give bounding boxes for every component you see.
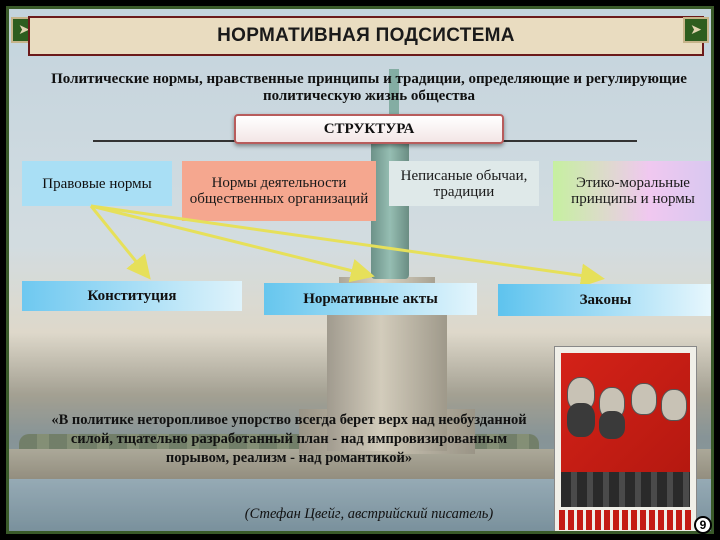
category-legal-norms: Правовые нормы	[22, 161, 172, 206]
page-title: НОРМАТИВНАЯ ПОДСИСТЕМА	[217, 25, 515, 46]
title-bar: НОРМАТИВНАЯ ПОДСИСТЕМА	[28, 16, 704, 56]
output-normative-acts: Нормативные акты	[264, 283, 477, 315]
arrow-to-laws	[90, 204, 605, 288]
output-laws: Законы	[498, 284, 711, 316]
structure-line-left	[93, 140, 243, 142]
poster-face-3	[631, 383, 657, 415]
poster-image	[554, 346, 697, 531]
structure-line-right	[497, 140, 637, 142]
quote-author: (Стефан Цвейг, австрийский писатель)	[244, 506, 494, 522]
category-ethical-norms: Этико-моральные принципы и нормы	[553, 161, 711, 221]
poster-crowd	[561, 472, 690, 507]
structure-box: СТРУКТУРА	[234, 114, 504, 144]
connector-arrows	[89, 204, 605, 288]
arrow-to-constitution	[89, 205, 151, 280]
statue-pedestal	[327, 301, 447, 451]
page-number-badge: 9	[694, 516, 712, 534]
quote-text: «В политике неторопливое упорство всегда…	[51, 412, 527, 466]
output-constitution: Конституция	[22, 281, 242, 311]
category-customs: Неписаные обычаи, традиции	[389, 161, 539, 206]
statue-arm	[389, 69, 399, 139]
slide-frame: ➤ НОРМАТИВНАЯ ПОДСИСТЕМА ➤ Политические …	[6, 6, 714, 534]
subtitle: Политические нормы, нравственные принцип…	[51, 71, 687, 104]
poster-beard-1	[567, 403, 595, 437]
corner-right-icon[interactable]: ➤	[683, 17, 709, 43]
poster-beard-2	[599, 411, 625, 439]
category-organization-norms: Нормы деятельности общественных организа…	[182, 161, 376, 221]
poster-caption	[559, 510, 692, 530]
poster-face-4	[661, 389, 687, 421]
arrow-to-normative-acts	[90, 204, 375, 283]
